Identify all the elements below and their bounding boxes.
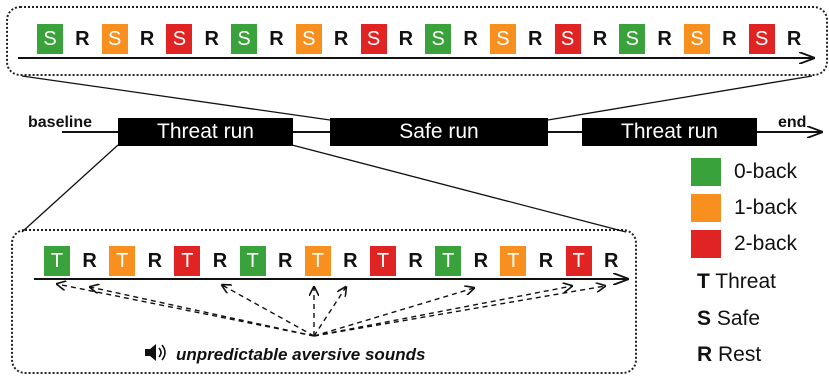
legend-key-safe: S — [697, 307, 712, 330]
threat-seq-one-back-block: T — [304, 246, 331, 276]
safe-seq-rest-block: R — [786, 27, 802, 50]
legend-rest: R Rest — [697, 343, 761, 367]
legend-text-safe: Safe — [716, 307, 761, 330]
legend-text-rest: Rest — [718, 343, 762, 366]
safe-seq-two-back-block: S — [554, 24, 581, 54]
speaker-icon — [145, 344, 166, 361]
threat-seq-rest-block: R — [82, 249, 97, 272]
safe-seq-one-back-block: S — [295, 24, 322, 54]
threat-seq-rest-block: R — [212, 249, 228, 272]
safe-seq-rest-block: R — [398, 27, 414, 50]
threat-seq-one-back-block: T — [109, 246, 136, 276]
threat-seq-rest-block: R — [603, 249, 619, 272]
baseline-label: baseline — [28, 114, 93, 131]
safe-seq-rest-block: R — [204, 27, 219, 50]
zoom-line-left — [21, 75, 331, 121]
safe-seq-rest-block: R — [75, 27, 90, 50]
threat-seq-two-back-block: T — [370, 246, 396, 276]
safe-seq-rest-block: R — [139, 27, 155, 50]
threat-run-detail-box — [11, 229, 637, 374]
legend-swatch-2-back — [691, 230, 721, 258]
sound-caption: unpredictable aversive sounds — [176, 345, 426, 364]
safe-seq-zero-back-block: S — [37, 24, 63, 54]
end-label: end — [778, 114, 807, 131]
safe-seq-zero-back-block: S — [619, 24, 646, 54]
threat-run-bar-2: Threat run — [582, 118, 757, 146]
safe-run-bar: Safe run — [330, 118, 548, 146]
safe-seq-two-back-block: S — [748, 24, 775, 54]
legend-label-0-back: 0-back — [734, 160, 798, 183]
threat-seq-zero-back-block: T — [239, 246, 266, 276]
safe-seq-zero-back-block: S — [425, 24, 452, 54]
safe-seq-zero-back-block: S — [231, 24, 258, 54]
legend-text-threat: Threat — [715, 270, 776, 293]
legend-label-2-back: 2-back — [734, 232, 798, 255]
zoom-line-bottom-left — [21, 144, 119, 233]
legend-safe: S Safe — [697, 307, 760, 331]
legend-label-1-back: 1-back — [734, 196, 798, 219]
zoom-line-bottom-right — [291, 144, 627, 233]
safe-seq-one-back-block: S — [101, 24, 128, 54]
safe-seq-rest-block: R — [269, 27, 284, 50]
legend-threat: T Threat — [697, 270, 776, 294]
threat-seq-zero-back-block: T — [44, 246, 70, 276]
threat-seq-rest-block: R — [473, 249, 489, 272]
safe-seq-rest-block: R — [528, 27, 543, 50]
zoom-line-right — [547, 75, 813, 121]
safe-seq-one-back-block: S — [684, 24, 710, 54]
threat-seq-rest-block: R — [343, 249, 358, 272]
safe-seq-two-back-block: S — [166, 24, 193, 54]
legend-key-rest: R — [697, 343, 713, 366]
legend-key-threat: T — [697, 270, 710, 293]
safe-seq-rest-block: R — [592, 27, 608, 50]
sound-arrows — [57, 284, 605, 337]
threat-seq-rest-block: R — [538, 249, 554, 272]
safe-seq-rest-block: R — [722, 27, 737, 50]
threat-seq-two-back-block: T — [565, 246, 592, 276]
safe-seq-one-back-block: S — [489, 24, 516, 54]
safe-seq-rest-block: R — [657, 27, 672, 50]
legend-swatch-1-back — [691, 194, 721, 222]
threat-seq-rest-block: R — [147, 249, 163, 272]
threat-seq-rest-block: R — [277, 249, 293, 272]
threat-run-bar-1: Threat run — [118, 118, 293, 146]
threat-seq-two-back-block: T — [174, 246, 201, 276]
safe-seq-two-back-block: S — [360, 24, 387, 54]
legend-swatch-0-back — [691, 158, 721, 186]
safe-seq-rest-block: R — [333, 27, 349, 50]
safe-run-detail-box — [6, 6, 828, 76]
threat-seq-zero-back-block: T — [435, 246, 462, 276]
safe-seq-rest-block: R — [463, 27, 478, 50]
threat-seq-rest-block: R — [408, 249, 423, 272]
threat-seq-one-back-block: T — [500, 246, 527, 276]
